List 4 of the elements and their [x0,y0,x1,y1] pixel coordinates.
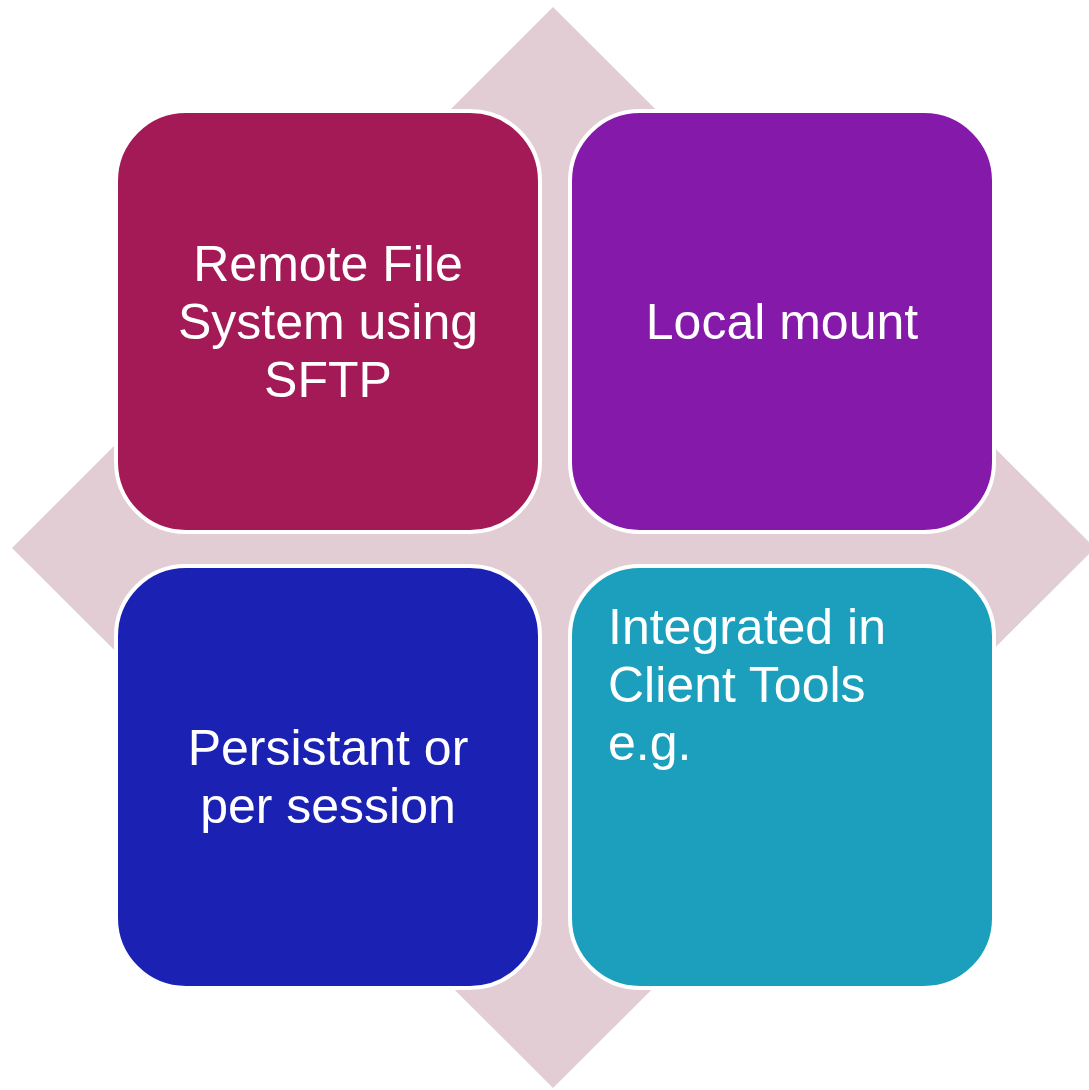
box-label: Integrated in Client Tools e.g. [608,598,887,772]
box-label: Persistant or per session [186,719,470,835]
box-label: Local mount [645,292,919,351]
box-label: Remote File System using SFTP [176,234,480,409]
